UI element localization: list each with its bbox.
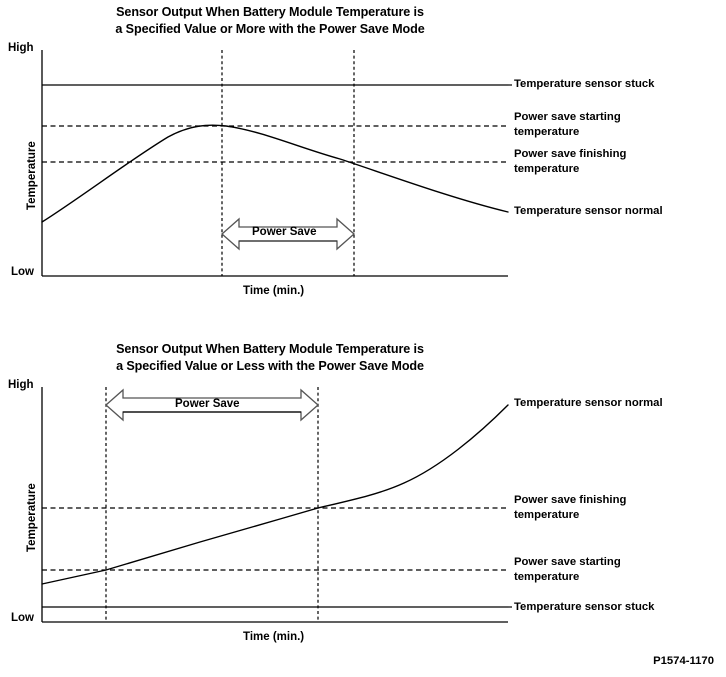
chart-2-plot <box>41 387 512 623</box>
chart-2-y-high-label: High <box>8 379 34 391</box>
chart-2-legend-power-save-start-line2: temperature <box>514 570 580 583</box>
chart-1-legend-power-save-finish-line2: temperature <box>514 162 580 175</box>
chart-2-power-save-label: Power Save <box>175 398 240 410</box>
chart-1-legend-power-save-start-line2: temperature <box>514 125 580 138</box>
chart-title-2: Sensor Output When Battery Module Temper… <box>0 341 726 375</box>
chart-1-x-axis-title: Time (min.) <box>243 285 305 297</box>
chart-1-legend-power-save-finish: Power save finishing temperature <box>514 147 626 176</box>
chart-1-power-save-label: Power Save <box>252 226 317 238</box>
chart-power-save-less: Sensor Output When Battery Module Temper… <box>0 337 726 647</box>
chart-1-legend-sensor-normal: Temperature sensor normal <box>514 205 663 217</box>
chart-power-save-more: Sensor Output When Battery Module Temper… <box>0 0 726 320</box>
chart-1-y-high-label: High <box>8 42 34 54</box>
chart-1-power-save-arrow <box>221 217 355 251</box>
chart-title-1: Sensor Output When Battery Module Temper… <box>0 4 726 38</box>
chart-title-1-line2: a Specified Value or More with the Power… <box>115 22 425 36</box>
chart-2-power-save-arrow <box>105 388 319 422</box>
chart-1-sensor-normal-curve <box>41 124 509 223</box>
chart-2-legend-sensor-stuck: Temperature sensor stuck <box>514 601 655 613</box>
chart-2-legend-sensor-normal: Temperature sensor normal <box>514 397 663 409</box>
chart-1-legend-sensor-stuck: Temperature sensor stuck <box>514 78 655 90</box>
chart-2-y-low-label: Low <box>11 612 34 624</box>
chart-2-legend-power-save-finish-line1: Power save finishing <box>514 494 627 506</box>
chart-1-legend-power-save-start-line1: Power save starting <box>514 111 621 123</box>
chart-2-sensor-normal-curve <box>41 404 509 585</box>
chart-title-2-line1: Sensor Output When Battery Module Temper… <box>116 342 424 356</box>
chart-2-x-axis-title: Time (min.) <box>243 631 305 643</box>
chart-1-y-low-label: Low <box>11 266 34 278</box>
figure-id-label: P1574-1170 <box>653 655 714 667</box>
chart-1-plot <box>41 50 512 277</box>
chart-1-legend-power-save-start: Power save starting temperature <box>514 110 621 139</box>
chart-1-legend-power-save-finish-line1: Power save finishing <box>514 148 627 160</box>
chart-2-legend-power-save-finish: Power save finishing temperature <box>514 493 626 522</box>
chart-2-legend-power-save-start: Power save starting temperature <box>514 555 621 584</box>
chart-2-legend-power-save-finish-line2: temperature <box>514 508 580 521</box>
chart-title-1-line1: Sensor Output When Battery Module Temper… <box>116 5 424 19</box>
chart-2-legend-power-save-start-line1: Power save starting <box>514 556 621 568</box>
chart-1-y-axis-title: Temperature <box>26 141 38 210</box>
chart-title-2-line2: a Specified Value or Less with the Power… <box>116 359 424 373</box>
chart-2-y-axis-title: Temperature <box>26 483 38 552</box>
